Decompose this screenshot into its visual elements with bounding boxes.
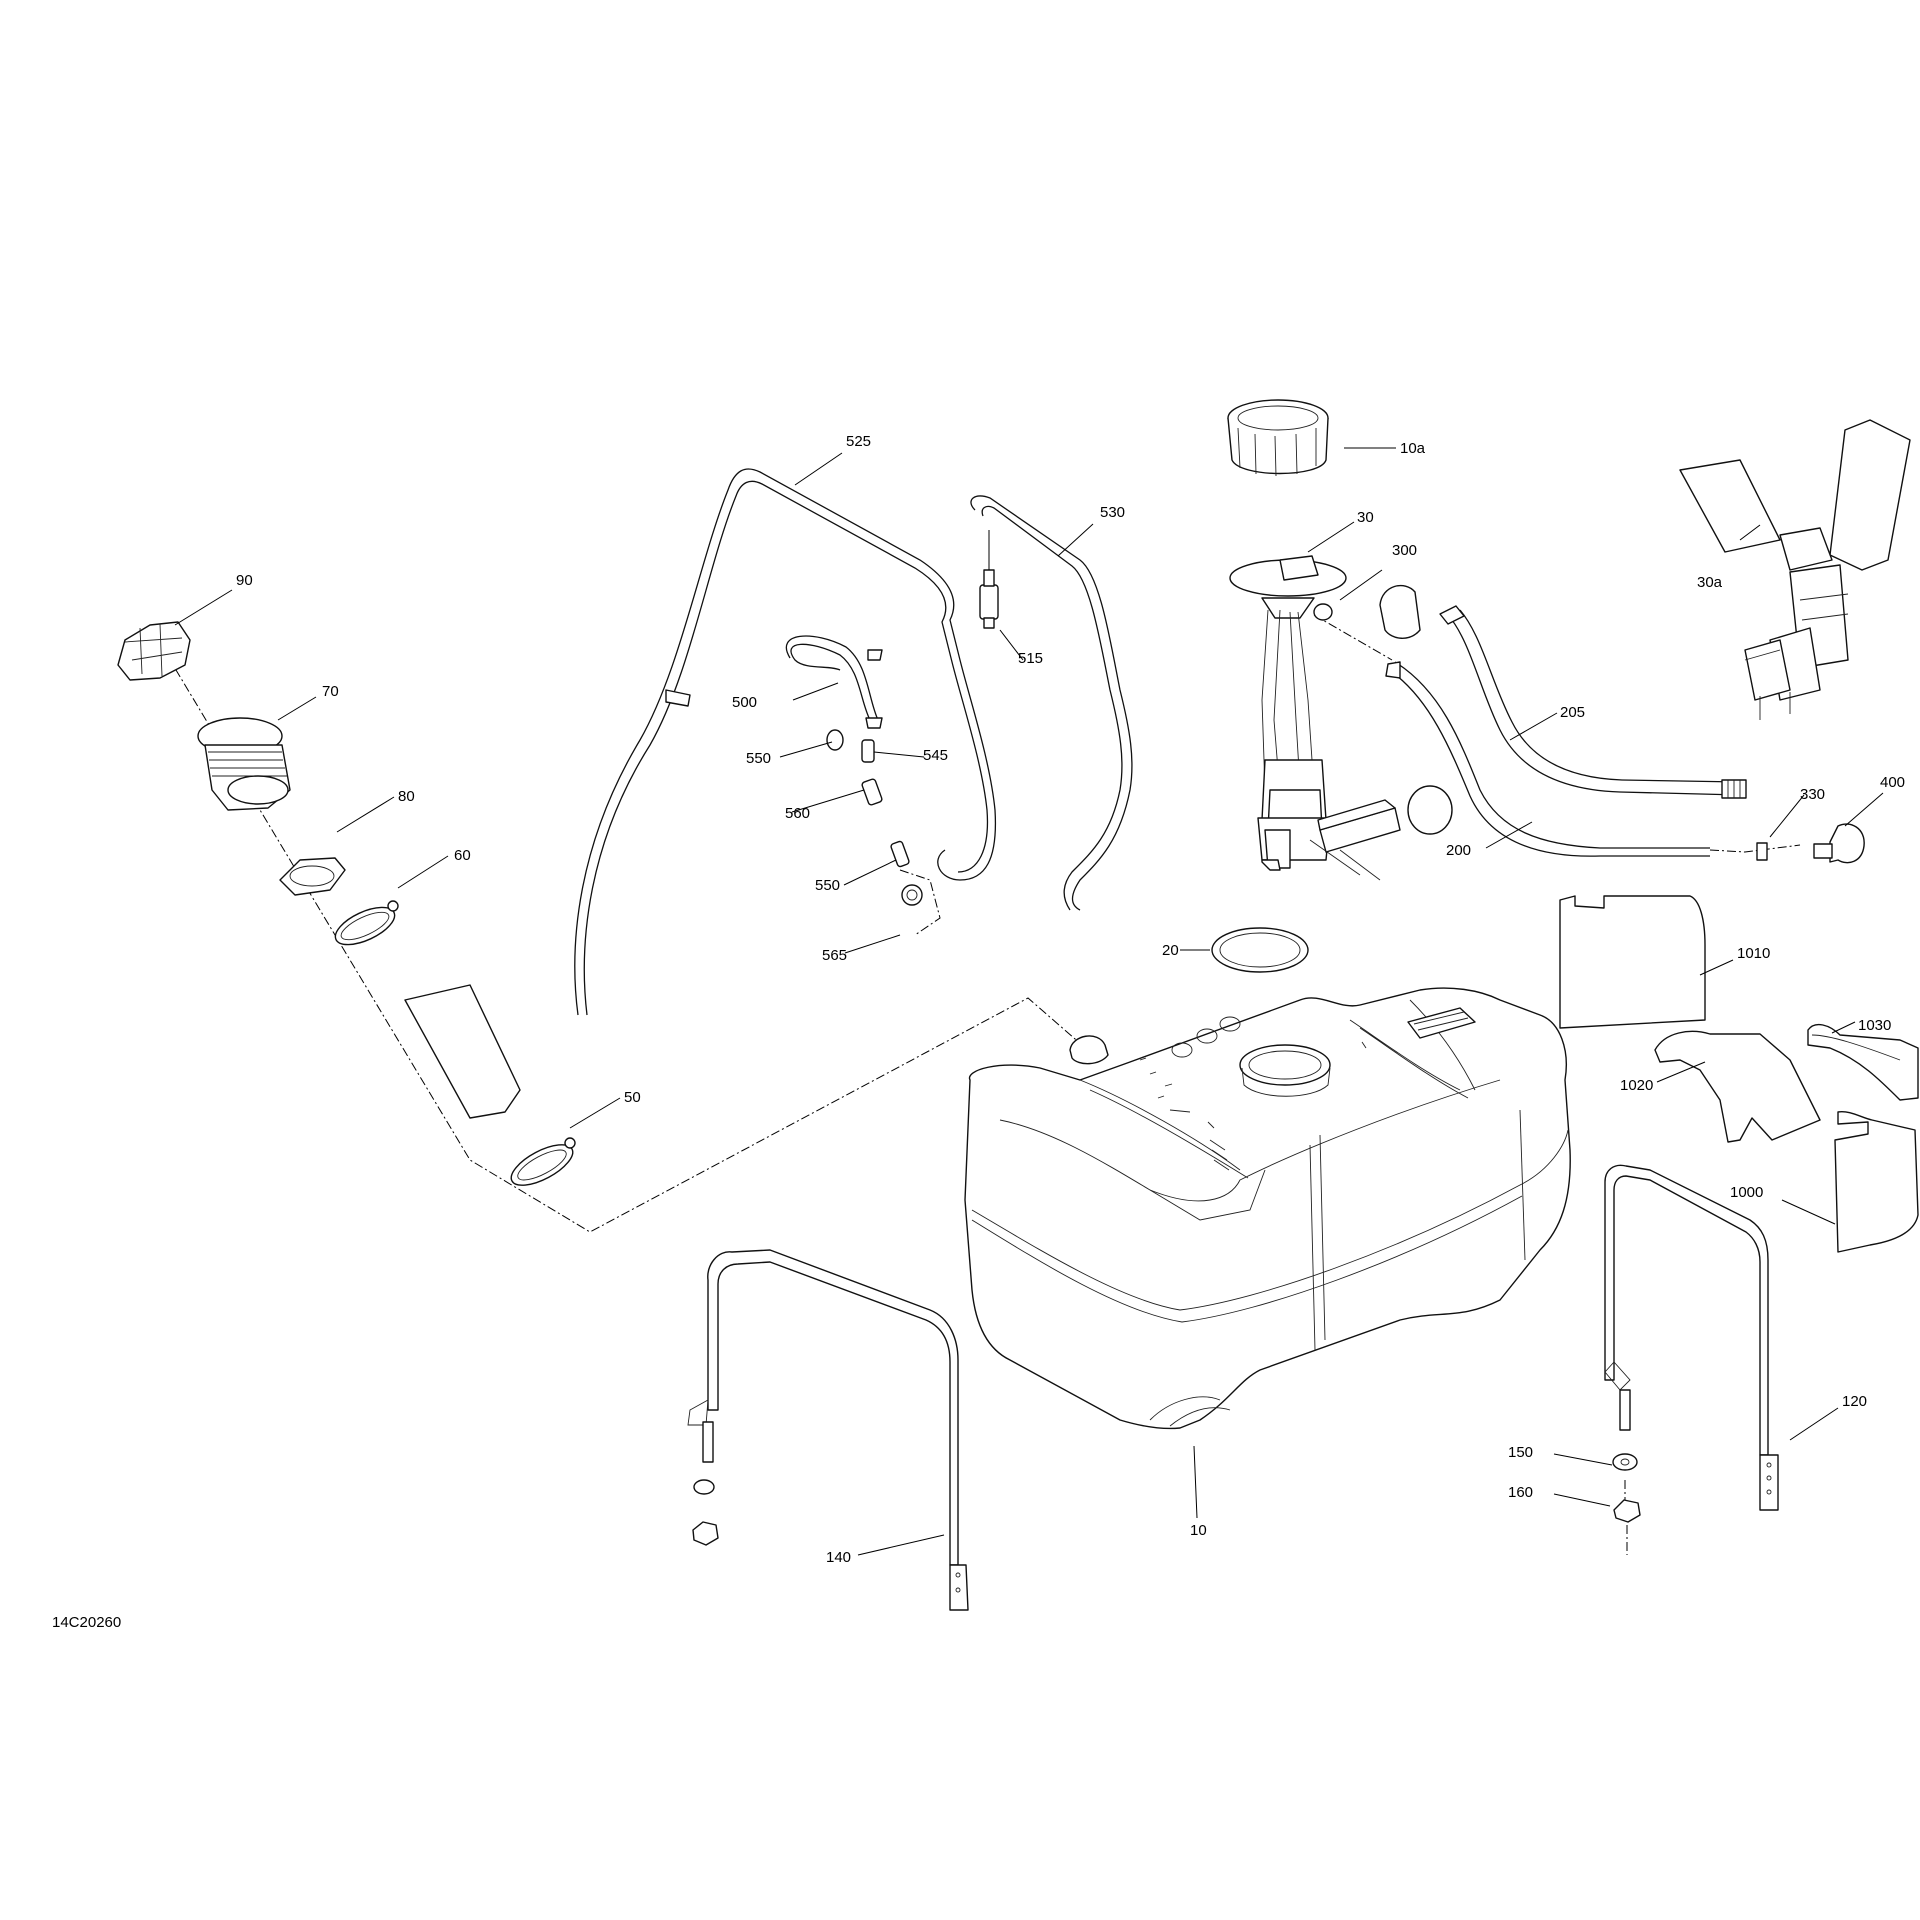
grommet-part-565 [901,884,923,906]
fitting-part-330 [1756,842,1768,861]
callout-565: 565 [822,947,847,964]
callout-90: 90 [236,572,253,589]
callout-160: 160 [1508,1484,1533,1501]
callout-140: 140 [826,1549,851,1566]
callout-1030: 1030 [1858,1017,1891,1034]
heat-shield-part-1020 [1654,1030,1821,1143]
seal-ring-part-20 [1211,927,1309,973]
nut-part-80 [279,857,346,896]
connector-part-515 [979,530,999,629]
callout-120: 120 [1842,1393,1867,1410]
lock-ring-part-10a [1227,399,1329,477]
callout-515: 515 [1018,650,1043,667]
callout-30: 30 [1357,509,1374,526]
strap-part-140 [687,1249,969,1611]
callout-1000: 1000 [1730,1184,1763,1201]
callout-10: 10 [1190,1522,1207,1539]
filler-hose [404,984,521,1119]
callout-525: 525 [846,433,871,450]
fuel-pump-part-30 [1229,555,1453,881]
callout-560: 560 [785,805,810,822]
callout-200: 200 [1446,842,1471,859]
pump-subassembly-part-30a [1679,419,1911,720]
callout-150: 150 [1508,1444,1533,1461]
callout-330: 330 [1800,786,1825,803]
callout-20: 20 [1162,942,1179,959]
clamp-part-50 [510,1137,576,1186]
strap-part-120 [1604,1164,1779,1511]
nut-part-160 [1613,1499,1641,1523]
drawing-id: 14C20260 [52,1614,121,1631]
callout-545: 545 [923,747,948,764]
callout-30a: 30a [1697,574,1723,591]
washer-part-150 [1612,1453,1638,1471]
callout-50: 50 [624,1089,641,1106]
callout-10a: 10a [1400,440,1426,457]
vent-hose-part-525 [574,468,997,1016]
hose-part-530 [970,495,1133,911]
callout-60: 60 [454,847,471,864]
fitting-part-545 [861,739,875,763]
callout-500: 500 [732,694,757,711]
callout-1010: 1010 [1737,945,1770,962]
hose-part-500 [785,635,883,729]
fitting-part-560 [861,778,883,806]
callout-205: 205 [1560,704,1585,721]
heat-shield-part-1000 [1834,1110,1919,1253]
callout-550-a: 550 [746,750,771,767]
callout-300: 300 [1392,542,1417,559]
elbow-part-400 [1813,823,1865,864]
callout-400: 400 [1880,774,1905,791]
fuel-line-part-200 [1385,661,1710,857]
heat-shield-part-1010 [1559,895,1706,1029]
clamp-part-60 [334,900,399,946]
callout-550-b: 550 [815,877,840,894]
fitting-part-550-a [826,729,844,751]
callout-80: 80 [398,788,415,805]
heat-shield-part-1030 [1807,1023,1919,1101]
ring-part-300 [1313,569,1383,621]
callout-labels: 90 70 80 60 50 525 530 515 500 545 550 5… [236,433,1905,1566]
fuel-cap-part-90 [117,621,191,681]
hose-part-205 [1439,605,1747,799]
filter-sleeve [1379,584,1421,639]
fitting-part-550-b [890,840,910,868]
callout-1020: 1020 [1620,1077,1653,1094]
fuel-tank-part-10 [964,987,1571,1430]
leader-lines [174,447,1884,1556]
callout-530: 530 [1100,504,1125,521]
filler-neck-part-70 [197,717,291,811]
callout-70: 70 [322,683,339,700]
